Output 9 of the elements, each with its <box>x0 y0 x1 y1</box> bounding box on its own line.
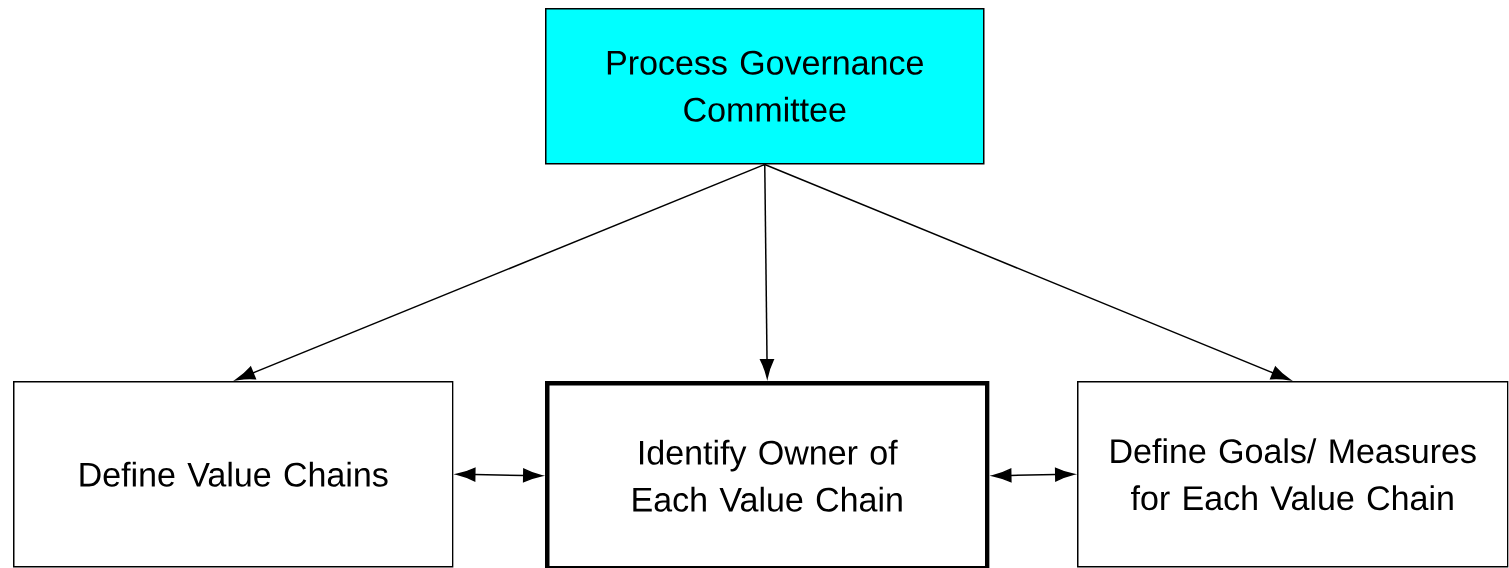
arrow <box>235 163 766 381</box>
process-box: Define Goals/ Measures for Each Value Chain <box>1077 381 1509 568</box>
committee-box: Process Governance Committee <box>545 8 985 165</box>
arrow <box>764 163 1291 381</box>
process-box: Define Value Chains <box>13 381 454 568</box>
arrow <box>456 467 543 483</box>
process-box: Identify Owner of Each Value Chain <box>545 381 990 568</box>
arrow <box>760 163 774 379</box>
arrow <box>992 467 1075 483</box>
